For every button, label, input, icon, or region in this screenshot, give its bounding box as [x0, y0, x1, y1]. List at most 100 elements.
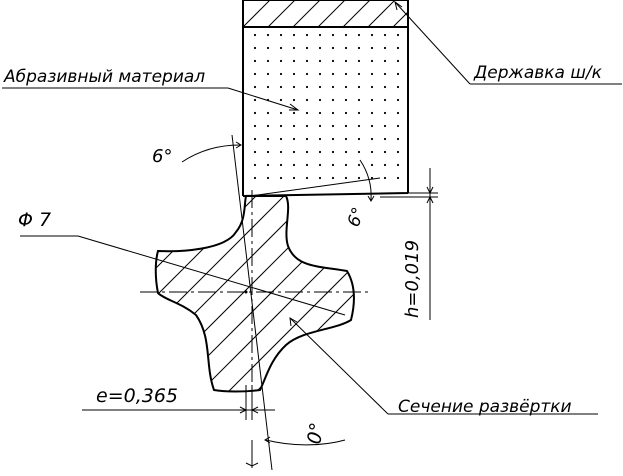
abrasive-dot: [279, 72, 283, 76]
abrasive-dot: [305, 150, 309, 154]
abrasive-dot: [318, 46, 322, 50]
abrasive-dot: [357, 163, 361, 167]
abrasive-label: Абразивный материал: [3, 67, 205, 87]
abrasive-dot: [318, 137, 322, 141]
abrasive-dot: [344, 33, 348, 37]
abrasive-dot: [292, 98, 296, 102]
abrasive-dot: [344, 137, 348, 141]
abrasive-dot: [331, 98, 335, 102]
abrasive-dot: [305, 72, 309, 76]
abrasive-dot: [383, 72, 387, 76]
abrasive-dot: [331, 59, 335, 63]
abrasive-dot: [279, 111, 283, 115]
abrasive-dot: [344, 124, 348, 128]
abrasive-dot: [344, 46, 348, 50]
abrasive-dot: [318, 98, 322, 102]
abrasive-dot: [253, 33, 257, 37]
abrasive-dot: [279, 150, 283, 154]
abrasive-dot: [305, 46, 309, 50]
abrasive-dot: [253, 59, 257, 63]
abrasive-dot: [305, 124, 309, 128]
abrasive-dot: [253, 124, 257, 128]
abrasive-dot: [253, 46, 257, 50]
abrasive-dot: [253, 176, 257, 180]
abrasive-dot: [253, 72, 257, 76]
abrasive-dot: [292, 137, 296, 141]
abrasive-dot: [318, 150, 322, 154]
abrasive-dot: [279, 46, 283, 50]
abrasive-dot: [357, 137, 361, 141]
holder-body: [242, 0, 409, 28]
abrasive-dot: [370, 98, 374, 102]
abrasive-dot: [331, 150, 335, 154]
abrasive-dot: [357, 150, 361, 154]
abrasive-dot: [344, 163, 348, 167]
holder-label: Державка ш/к: [473, 63, 603, 83]
abrasive-dot: [344, 72, 348, 76]
abrasive-dot: [266, 176, 270, 180]
abrasive-dot: [266, 59, 270, 63]
abrasive-dot: [383, 46, 387, 50]
abrasive-dot: [331, 124, 335, 128]
abrasive-dot: [383, 137, 387, 141]
abrasive-dot: [305, 98, 309, 102]
abrasive-dot: [370, 72, 374, 76]
abrasive-dot: [266, 111, 270, 115]
abrasive-dot: [305, 85, 309, 89]
abrasive-dot: [331, 111, 335, 115]
abrasive-dot: [396, 176, 400, 180]
abrasive-dot: [292, 46, 296, 50]
abrasive-dot: [253, 111, 257, 115]
abrasive-dot: [383, 111, 387, 115]
abrasive-dot: [305, 33, 309, 37]
angle-top-label: 6°: [152, 146, 172, 167]
abrasive-dot: [266, 72, 270, 76]
abrasive-dot: [357, 176, 361, 180]
section-label: Сечение развёртки: [398, 397, 572, 417]
abrasive-dot: [383, 150, 387, 154]
angle-bottom-label: 0°: [303, 421, 328, 446]
diameter-label: Φ 7: [18, 209, 51, 231]
abrasive-dot: [396, 124, 400, 128]
abrasive-dot: [305, 137, 309, 141]
abrasive-dot: [292, 59, 296, 63]
abrasive-dot: [266, 46, 270, 50]
abrasive-dot: [383, 124, 387, 128]
abrasive-dot: [370, 150, 374, 154]
abrasive-dot: [266, 137, 270, 141]
abrasive-dot: [331, 46, 335, 50]
abrasive-dot: [396, 72, 400, 76]
abrasive-dot: [396, 111, 400, 115]
abrasive-dot: [305, 163, 309, 167]
abrasive-dot: [357, 124, 361, 128]
abrasive-dot: [357, 85, 361, 89]
abrasive-dot: [318, 72, 322, 76]
abrasive-dot: [292, 85, 296, 89]
abrasive-dot: [292, 150, 296, 154]
abrasive-dot: [344, 176, 348, 180]
abrasive-dot: [305, 176, 309, 180]
abrasive-dot: [383, 163, 387, 167]
abrasive-dot: [266, 150, 270, 154]
abrasive-dot: [396, 163, 400, 167]
abrasive-dot: [396, 46, 400, 50]
abrasive-dot: [370, 163, 374, 167]
abrasive-dot: [292, 176, 296, 180]
abrasive-dot: [344, 98, 348, 102]
abrasive-dot: [266, 124, 270, 128]
reamer-cross-section: [140, 190, 372, 400]
abrasive-dot: [292, 111, 296, 115]
abrasive-dot: [344, 59, 348, 63]
abrasive-dot: [357, 33, 361, 37]
abrasive-block: [242, 26, 409, 197]
abrasive-dot: [279, 98, 283, 102]
holder-hatch: [243, 0, 408, 27]
abrasive-dot: [279, 59, 283, 63]
section-outline: [154, 195, 355, 393]
abrasive-dot: [370, 33, 374, 37]
abrasive-dot: [253, 98, 257, 102]
abrasive-dot: [344, 150, 348, 154]
abrasive-dot: [370, 46, 374, 50]
abrasive-dot: [279, 137, 283, 141]
